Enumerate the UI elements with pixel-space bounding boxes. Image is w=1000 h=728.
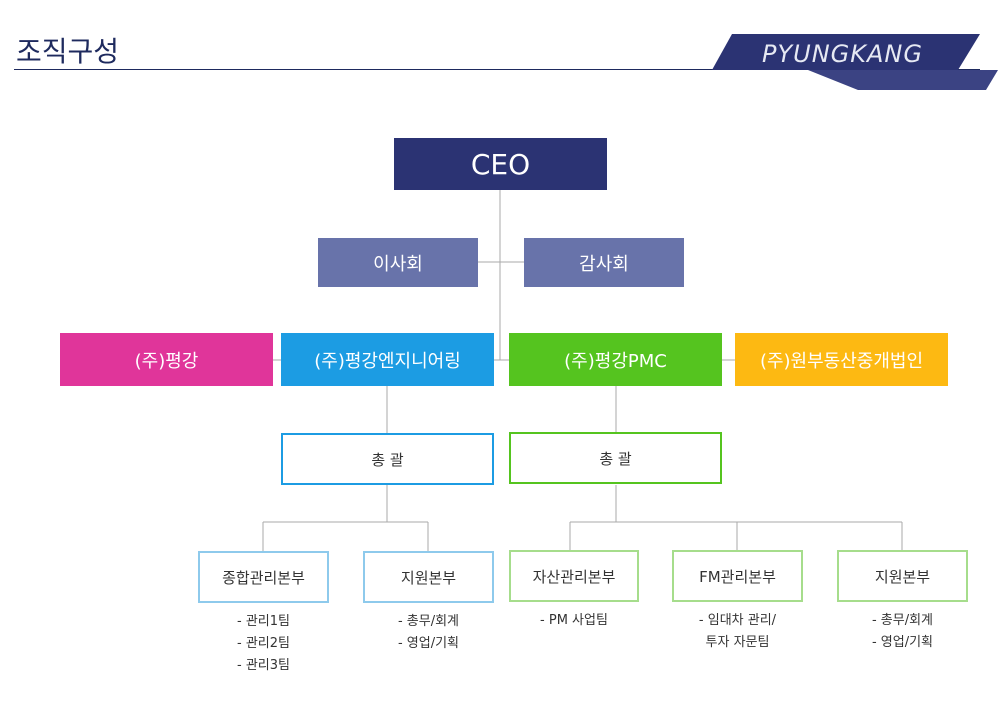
division-asset-management-box: 자산관리본부	[509, 550, 639, 602]
team-item: - 영업/기획	[871, 635, 934, 650]
team-item: - PM 사업팀	[540, 613, 608, 628]
team-item: - 총무/회계	[871, 613, 934, 628]
ceo-box: CEO	[394, 138, 607, 190]
company-realestate-box: (주)원부동산중개법인	[735, 333, 948, 386]
brand-banner-shape	[712, 34, 998, 90]
title-divider	[14, 69, 980, 70]
team-item: - 임대차 관리/	[698, 613, 777, 628]
team-item: 투자 자문팀	[705, 635, 770, 650]
team-item: - 관리2팀	[237, 636, 290, 651]
brand-name: PYUNGKANG	[762, 40, 923, 68]
board-of-directors-box: 이사회	[318, 238, 478, 287]
engineering-hq-box: 총 괄	[281, 433, 494, 485]
team-item: - 관리1팀	[237, 614, 290, 629]
division-support-pmc-box: 지원본부	[837, 550, 968, 602]
division-fm-management-box: FM관리본부	[672, 550, 803, 602]
company-pmc-box: (주)평강PMC	[509, 333, 722, 386]
team-list-fm-management: - 임대차 관리/ 투자 자문팀	[672, 610, 803, 654]
team-list-support-pmc: - 총무/회계 - 영업/기획	[837, 610, 968, 654]
pmc-hq-box: 총 괄	[509, 432, 722, 484]
team-list-support-engineering: - 총무/회계 - 영업/기획	[363, 611, 494, 655]
team-list-general-management: - 관리1팀 - 관리2팀 - 관리3팀	[198, 611, 329, 677]
company-engineering-box: (주)평강엔지니어링	[281, 333, 494, 386]
division-general-management-box: 종합관리본부	[198, 551, 329, 603]
page-title: 조직구성	[16, 35, 120, 68]
audit-committee-box: 감사회	[524, 238, 684, 287]
brand-banner: PYUNGKANG	[700, 30, 1000, 100]
division-support-engineering-box: 지원본부	[363, 551, 494, 603]
team-item: - 영업/기획	[397, 636, 460, 651]
team-item: - 관리3팀	[237, 658, 290, 673]
team-list-asset-management: - PM 사업팀	[509, 610, 639, 632]
team-item: - 총무/회계	[397, 614, 460, 629]
company-pyungkang-box: (주)평강	[60, 333, 273, 386]
